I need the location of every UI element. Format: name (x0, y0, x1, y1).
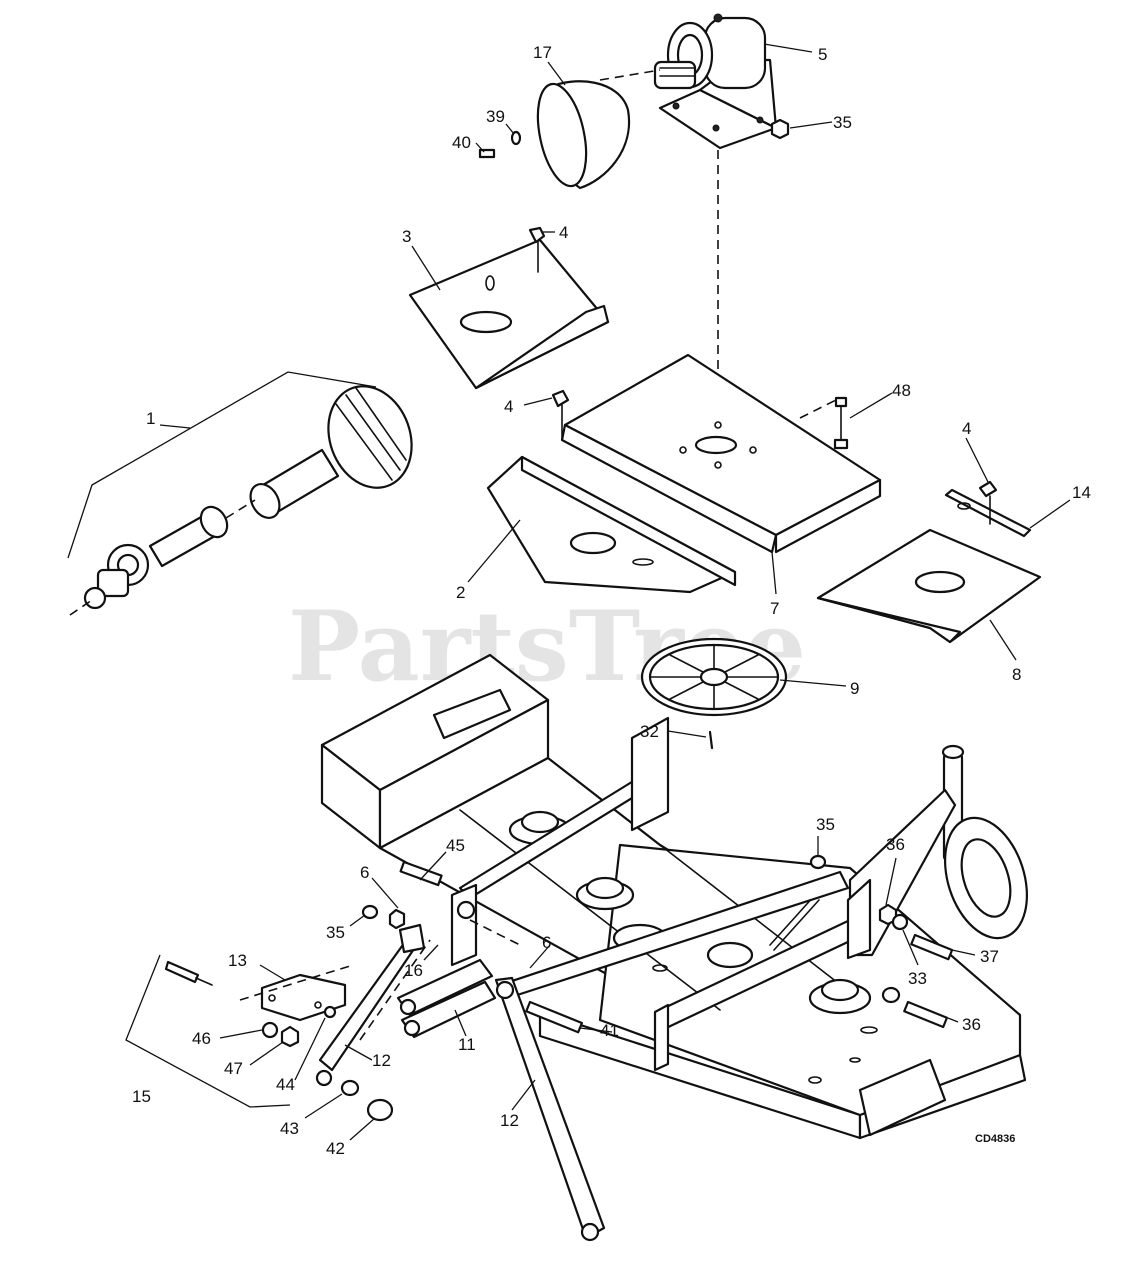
bracket-icon (260, 973, 347, 1022)
nut-icon (388, 908, 406, 930)
figure-code: CD4836 (975, 1133, 1015, 1145)
callout-17: 17 (533, 43, 552, 62)
washer-icon (510, 130, 522, 146)
callout-12: 12 (372, 1051, 391, 1070)
callout-37: 37 (980, 947, 999, 966)
callout-9: 9 (850, 679, 859, 698)
callout-15: 15 (132, 1087, 151, 1106)
nut-icon (770, 118, 790, 140)
callout-8: 8 (1012, 665, 1021, 684)
shield-cone-icon (536, 80, 631, 190)
bushing-icon (340, 1079, 360, 1097)
callout-47: 47 (224, 1059, 243, 1078)
callout-32: 32 (640, 722, 659, 741)
driveshaft-icon (83, 385, 413, 610)
callout-4: 4 (559, 223, 568, 242)
top-cover-icon (560, 353, 882, 554)
key-icon (708, 730, 714, 750)
callout-43: 45 (446, 836, 465, 855)
callout-12: 12 (500, 1111, 519, 1130)
gearbox-icon (653, 13, 778, 150)
bolt-icon (833, 396, 849, 450)
link-arm-icon (498, 870, 854, 1072)
shield-plate-icon (408, 238, 610, 390)
callout-36: 36 (962, 1015, 981, 1034)
callout-39: 39 (486, 107, 505, 126)
callout-6: 6 (360, 863, 369, 882)
washer-icon (323, 1005, 337, 1019)
nut-icon (261, 1021, 279, 1039)
nut-icon (891, 913, 909, 931)
callout-35: 35 (326, 923, 345, 942)
callout-4: 4 (962, 419, 971, 438)
callout-46: 46 (192, 1029, 211, 1048)
callout-2: 2 (456, 583, 465, 602)
washer-icon (361, 904, 379, 920)
callout-35: 35 (816, 815, 835, 834)
pulley-icon (640, 637, 788, 717)
hitch-plate-icon (396, 883, 497, 1039)
knob-icon (551, 389, 570, 408)
callout-45: 44 (276, 1075, 295, 1094)
callout-5: 5 (818, 45, 827, 64)
callout-14: 14 (1072, 483, 1091, 502)
washer-icon (881, 986, 901, 1004)
callout-48: 48 (892, 381, 911, 400)
mower-deck-icon (320, 653, 1027, 1140)
callout-16: 16 (404, 961, 423, 980)
callout-4: 4 (504, 397, 513, 416)
callout-11: 11 (458, 1035, 476, 1054)
callout-33: 33 (908, 969, 927, 988)
callout-42: 42 (326, 1139, 345, 1158)
knob-icon (978, 480, 998, 498)
callout-41: 41 (600, 1021, 619, 1040)
hitch-pin-icon (164, 960, 213, 986)
link-bar-icon (315, 923, 426, 1087)
knob-icon (528, 226, 546, 244)
callout-7: 7 (770, 599, 779, 618)
callout-1: 1 (146, 409, 155, 428)
callout-3: 3 (402, 227, 411, 246)
caster-wheel-icon (846, 744, 1029, 960)
bolt-icon (903, 1000, 949, 1029)
flange-nut-icon (366, 1098, 394, 1122)
right-shield-icon (816, 528, 1042, 644)
washer-icon (809, 854, 827, 870)
callout-36: 36 (886, 835, 905, 854)
bolt-icon (478, 148, 496, 159)
bolt-icon (910, 933, 954, 961)
a-frame-arm-icon (494, 976, 606, 1242)
callout-40: 40 (452, 133, 471, 152)
callout-35: 35 (833, 113, 852, 132)
callout-44: 43 (280, 1119, 299, 1138)
bolt-icon (399, 860, 443, 887)
nut-icon (280, 1025, 300, 1048)
callout-13: 13 (228, 951, 247, 970)
bracket-icon (944, 488, 1032, 538)
callout-6: 6 (542, 933, 551, 952)
side-shield-icon (486, 455, 737, 594)
